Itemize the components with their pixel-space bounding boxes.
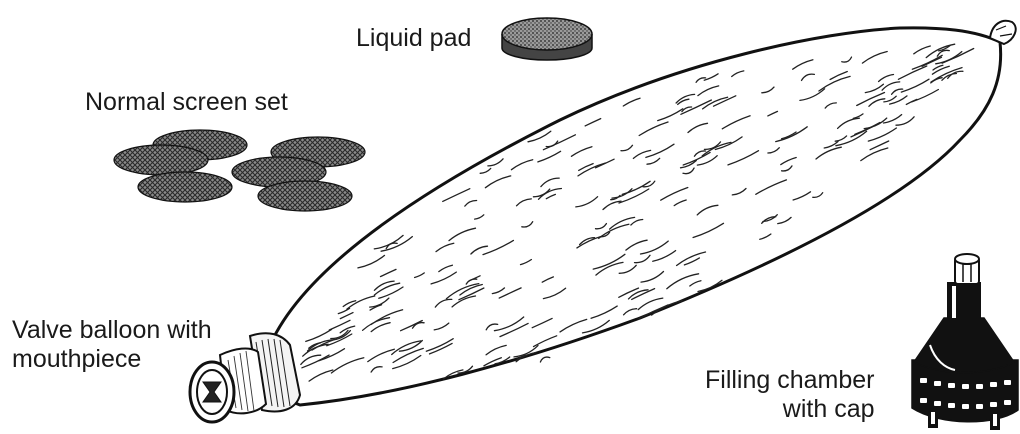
liquid-pad-icon [502, 18, 592, 60]
filling-chamber-label-line1: Filling chamber [705, 366, 875, 395]
normal-screen-set-label-text: Normal screen set [85, 88, 288, 117]
normal-screen-set-label: Normal screen set [85, 88, 288, 117]
screen-set-icon [114, 130, 365, 211]
liquid-pad-label: Liquid pad [356, 24, 471, 53]
balloon-icon [268, 21, 1016, 405]
filling-chamber-label: Filling chamber with cap [705, 366, 875, 424]
balloon-wrinkle [540, 357, 549, 362]
filling-chamber-label-line2: with cap [705, 395, 875, 424]
valve-balloon-label-line2: mouthpiece [12, 345, 212, 374]
filling-chamber-icon [912, 254, 1018, 430]
valve-balloon-label-line1: Valve balloon with [12, 316, 212, 345]
liquid-pad-label-text: Liquid pad [356, 24, 471, 53]
valve-balloon-label: Valve balloon with mouthpiece [12, 316, 212, 374]
